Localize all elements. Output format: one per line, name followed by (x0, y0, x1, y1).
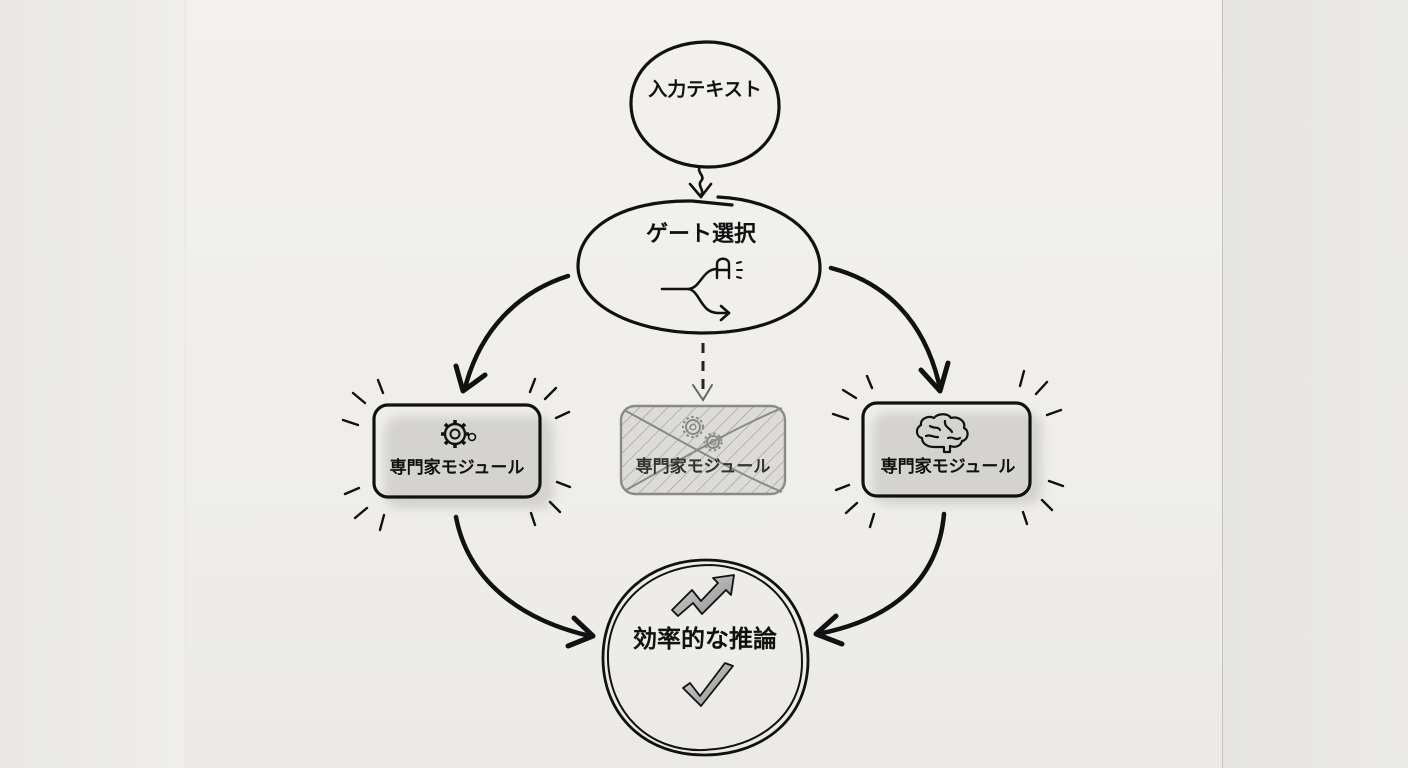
output-label: 効率的な推論 (633, 625, 778, 653)
expert-right-label: 専門家モジュール (881, 456, 1016, 477)
trend-up-arrow-icon (671, 574, 735, 617)
edge-gate-to-expert-left (453, 273, 571, 394)
expert-box (372, 403, 542, 499)
output-circle-outer (601, 558, 810, 757)
checkmark-icon (682, 662, 734, 707)
edge-gate-to-expert-center (692, 343, 713, 402)
box-shadow (384, 416, 554, 509)
glow-rays-right (831, 369, 1065, 529)
expert-module-right: 専門家モジュール (831, 369, 1065, 529)
edge-expert-right-to-output (813, 511, 947, 647)
gate-ellipse (576, 195, 822, 335)
box-shadow (872, 412, 1042, 505)
background-surface-right (1223, 0, 1408, 768)
gears-icon (682, 416, 723, 452)
cross-out-lines (623, 407, 783, 493)
input-circle (629, 40, 781, 169)
input-label: 入力テキスト (648, 78, 761, 101)
output-node: 効率的な推論 (601, 558, 810, 757)
edge-expert-left-to-output (453, 514, 596, 649)
output-circle-inner (606, 564, 803, 752)
edge-gate-to-expert-right (828, 265, 951, 394)
brain-icon (915, 413, 969, 454)
background-surface-left (0, 0, 186, 768)
squiggly-line (697, 165, 704, 199)
branch-pointer-icon (660, 257, 743, 322)
arrowhead (688, 182, 713, 199)
expert-box-hatched (619, 404, 787, 496)
input-node: 入力テキスト (629, 40, 781, 169)
expert-module-left: 専門家モジュール (341, 377, 572, 532)
expert-box (861, 401, 1032, 498)
expert-center-label: 専門家モジュール (636, 456, 771, 477)
gate-node: ゲート選択 (576, 195, 822, 335)
glow-rays-left (341, 377, 572, 532)
edge-input-to-gate (688, 165, 713, 199)
gate-label: ゲート選択 (646, 222, 757, 247)
expert-left-label: 専門家モジュール (390, 457, 525, 478)
gear-icon (441, 420, 477, 448)
expert-module-center: 専門家モジュール (619, 404, 787, 496)
